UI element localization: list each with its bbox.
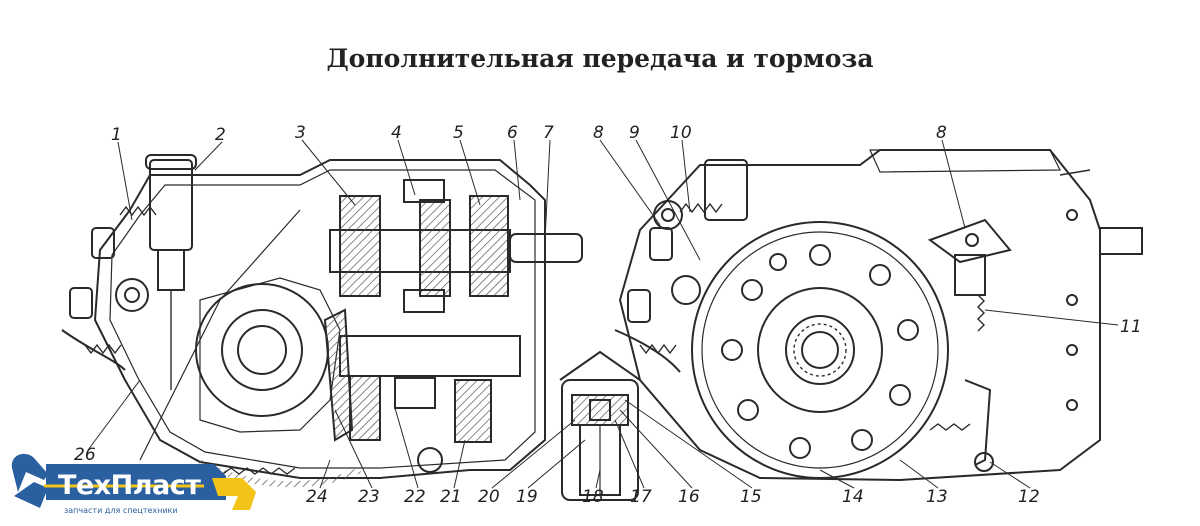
- logo-tagline: запчасти для спецтехники: [64, 506, 178, 515]
- callout-11: 11: [1120, 317, 1142, 337]
- callout-13: 13: [926, 487, 948, 507]
- callout-18: 18: [582, 487, 604, 507]
- callout-3: 3: [295, 123, 306, 143]
- callout-10: 10: [670, 123, 692, 143]
- callout-15: 15: [740, 487, 762, 507]
- callout-8-left: 8: [593, 123, 604, 143]
- callout-6: 6: [507, 123, 518, 143]
- center-detail-inset: [559, 350, 641, 501]
- callouts-top: 1 2 3 4 5 6 7 8 9 10 8 11: [111, 123, 1142, 337]
- callout-9: 9: [629, 123, 640, 143]
- callout-19: 19: [516, 487, 538, 507]
- callout-1: 1: [111, 125, 122, 145]
- diagram-title: Дополнительная передача и тормоза: [326, 44, 874, 73]
- callout-20: 20: [478, 487, 500, 507]
- callout-24: 24: [306, 487, 328, 507]
- logo-wordmark: ТехПласт: [58, 470, 201, 501]
- callout-21: 21: [440, 487, 462, 507]
- callout-8-right: 8: [936, 123, 947, 143]
- callout-16: 16: [678, 487, 700, 507]
- callouts-bottom: 26 24 23 22 21 20 19 18 17 16 15 14 13 1…: [74, 445, 1040, 507]
- callout-4: 4: [391, 123, 402, 143]
- callout-7: 7: [543, 123, 554, 143]
- callout-17: 17: [630, 487, 652, 507]
- callout-2: 2: [215, 125, 226, 145]
- callout-26: 26: [74, 445, 96, 465]
- callout-23: 23: [358, 487, 380, 507]
- callout-22: 22: [404, 487, 426, 507]
- leader-lines: [87, 139, 1119, 489]
- callout-5: 5: [453, 123, 464, 143]
- logo-graphic: [11, 453, 256, 510]
- right-external-view: [614, 149, 1143, 482]
- callout-12: 12: [1018, 487, 1040, 507]
- callout-14: 14: [842, 487, 864, 507]
- left-sectional-view: [61, 154, 583, 488]
